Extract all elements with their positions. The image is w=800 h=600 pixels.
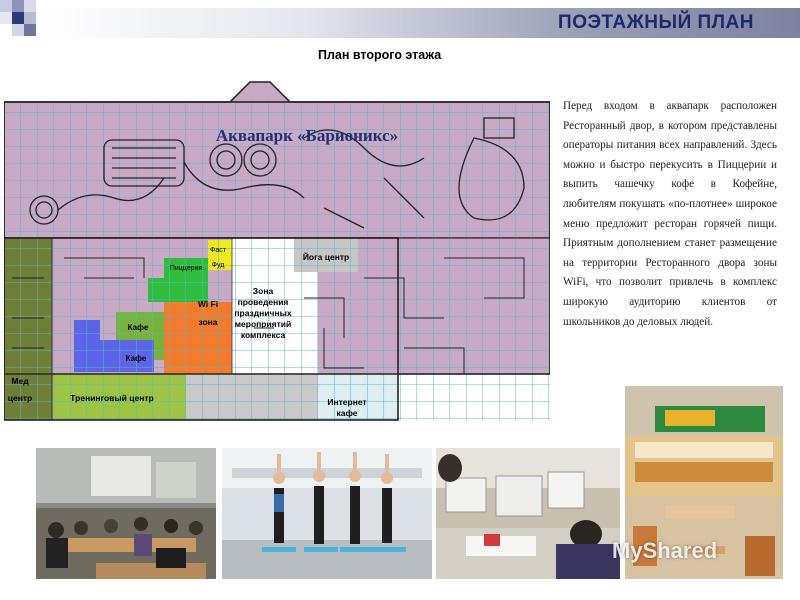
decorative-square (24, 0, 36, 12)
decorative-square (24, 24, 36, 36)
medical-label-line2: центр (8, 393, 32, 403)
events-label-line5: комплекса (241, 330, 286, 340)
aquapark-label: Аквапарк «Барионикс» (216, 126, 398, 145)
floor-plan: Аквапарк «Барионикс» Йога центр Фаст Фуд… (4, 81, 550, 421)
cafe-green-label: Кафе (128, 323, 149, 332)
decorative-square (0, 12, 12, 24)
cafe-blue-label: Кафе (126, 354, 147, 363)
water-slide-drawing (29, 117, 525, 229)
events-label-line4: мероприятий (235, 319, 292, 329)
yoga-label: Йога центр (303, 251, 349, 262)
decorative-square (12, 12, 24, 24)
photo-restaurant (625, 386, 783, 579)
internet-label-line1: Интернет (327, 397, 366, 407)
events-label-line3: праздничных (234, 308, 291, 318)
events-label-line1: Зона (253, 286, 274, 296)
wifi-label-line1: Wi Fi (198, 299, 218, 309)
header-bar (38, 8, 800, 38)
training-label: Тренинговый центр (70, 393, 153, 403)
watermark: MyShared (612, 538, 718, 563)
fastfood-label-line2: Фуд (212, 262, 225, 269)
photo-yoga (222, 448, 432, 579)
photo-training-room (36, 448, 216, 579)
description-text: Перед входом в аквапарк расположен Ресто… (563, 100, 777, 328)
events-label-line2: проведения (238, 297, 289, 307)
decorative-square (0, 0, 12, 12)
wifi-label-line2: зона (198, 317, 217, 327)
decorative-square (12, 24, 24, 36)
slide-title: ПОЭТАЖНЫЙ ПЛАН (558, 12, 754, 33)
decorative-square (12, 0, 24, 12)
fastfood-label-line1: Фаст (210, 247, 227, 254)
photo-internet-cafe (436, 448, 620, 579)
interior-walls (12, 257, 525, 374)
plan-subtitle: План второго этажа (318, 48, 442, 62)
decorative-square (24, 12, 36, 24)
internet-label-line2: кафе (336, 408, 357, 418)
medical-label-line1: Мед (11, 376, 29, 386)
pizzeria-label: Пиццерия (170, 265, 203, 272)
